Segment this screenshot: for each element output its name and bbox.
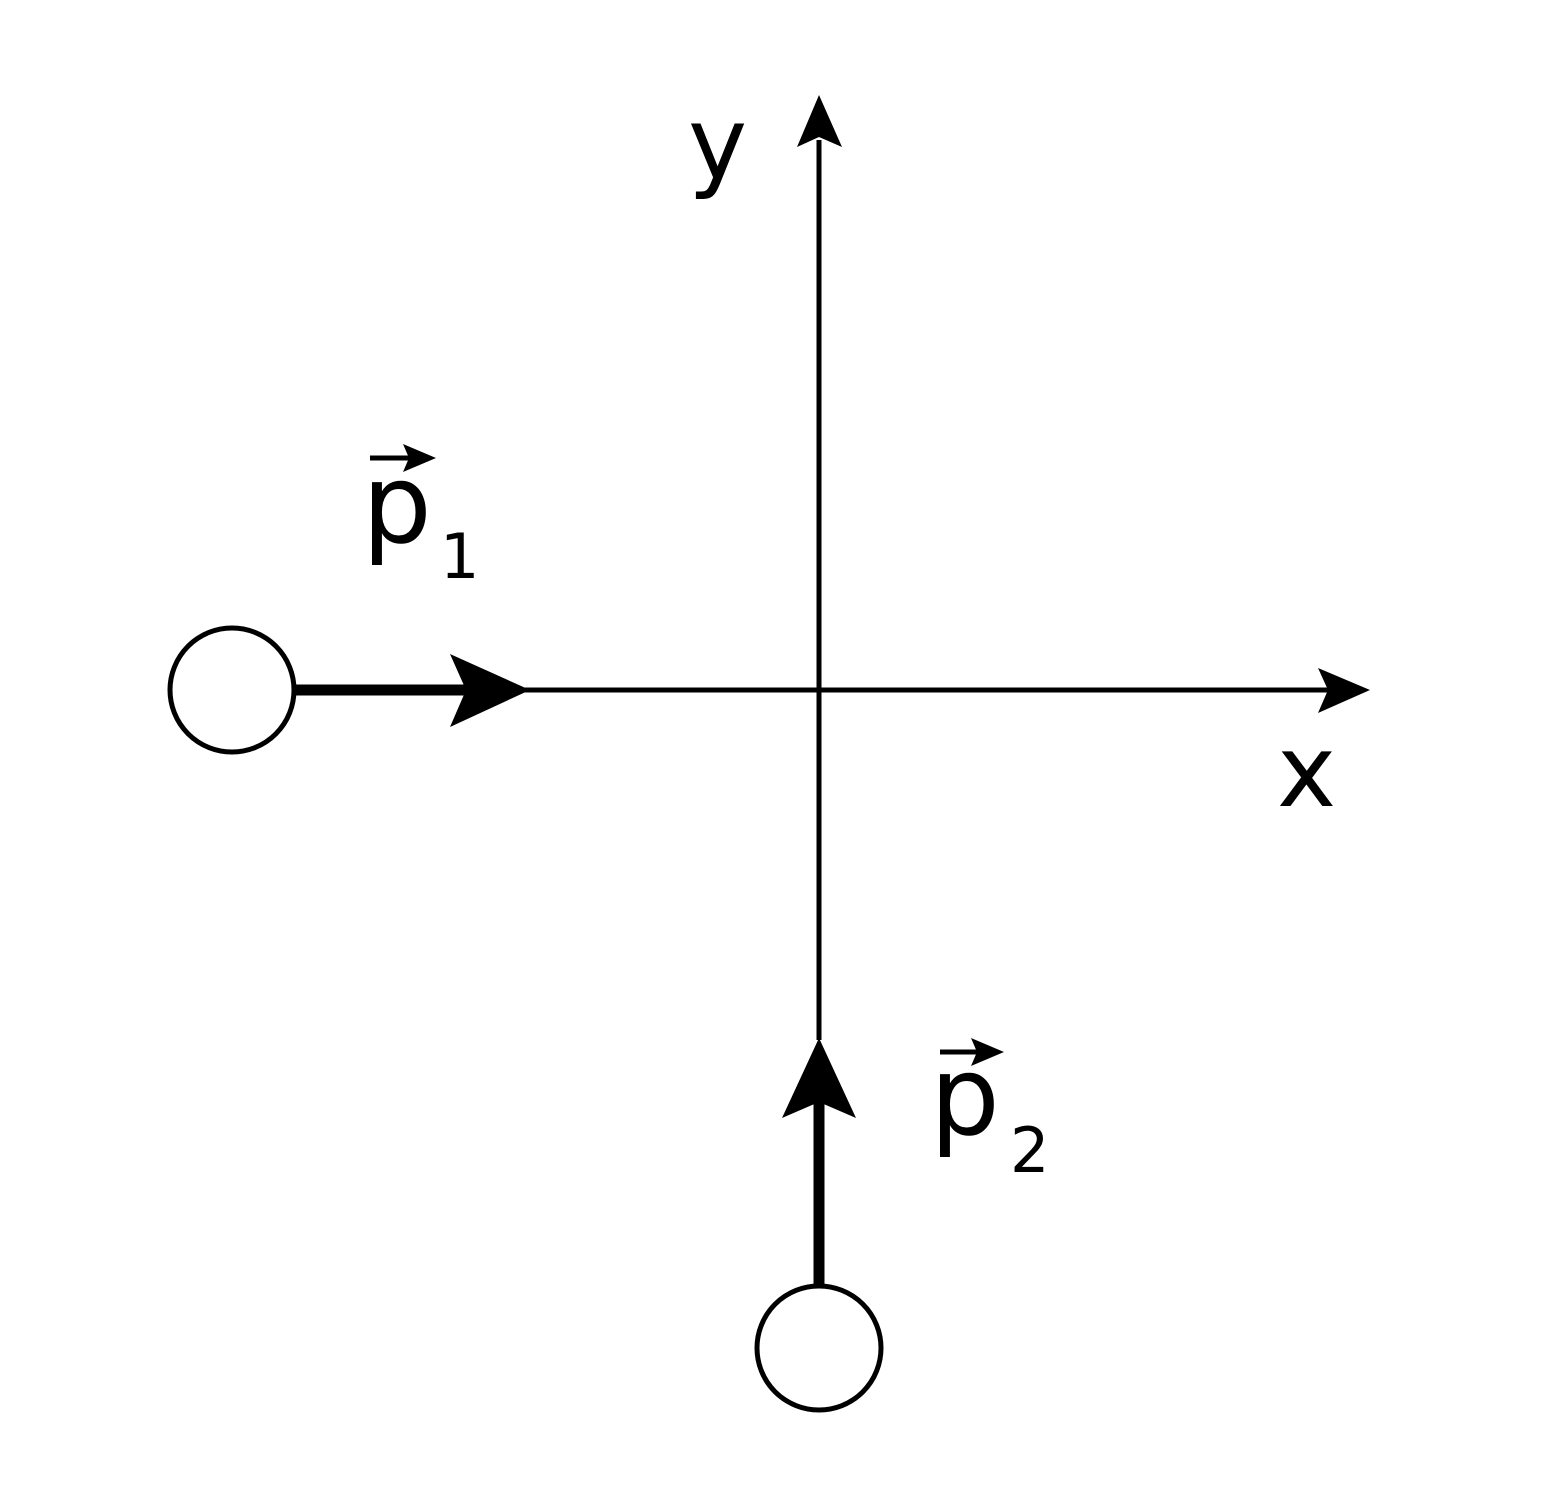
y-axis-label: y bbox=[688, 85, 747, 202]
momentum-1-label: p 1 bbox=[362, 440, 479, 593]
momentum-2-label: p 2 bbox=[930, 1032, 1049, 1187]
momentum-1-symbol: p bbox=[362, 440, 432, 568]
x-axis-label: x bbox=[1277, 713, 1336, 830]
particle-2-group: p 2 bbox=[754, 1032, 1049, 1413]
x-axis-arrowhead bbox=[1318, 668, 1370, 713]
momentum-2-subscript: 2 bbox=[1010, 1114, 1049, 1187]
momentum-1-subscript: 1 bbox=[440, 520, 479, 593]
vector-arrow-2-icon bbox=[971, 1038, 1004, 1066]
y-axis-arrowhead bbox=[797, 95, 842, 147]
momentum-1-arrowhead bbox=[450, 654, 530, 727]
vector-arrow-1-icon bbox=[403, 444, 436, 472]
momentum-2-symbol: p bbox=[930, 1032, 1000, 1160]
particle-2-circle bbox=[754, 1283, 884, 1413]
particle-1-circle bbox=[167, 625, 297, 755]
particle-1-group: p 1 bbox=[167, 440, 530, 755]
coordinate-axes bbox=[520, 95, 1370, 1040]
momentum-2-arrowhead bbox=[782, 1038, 856, 1118]
